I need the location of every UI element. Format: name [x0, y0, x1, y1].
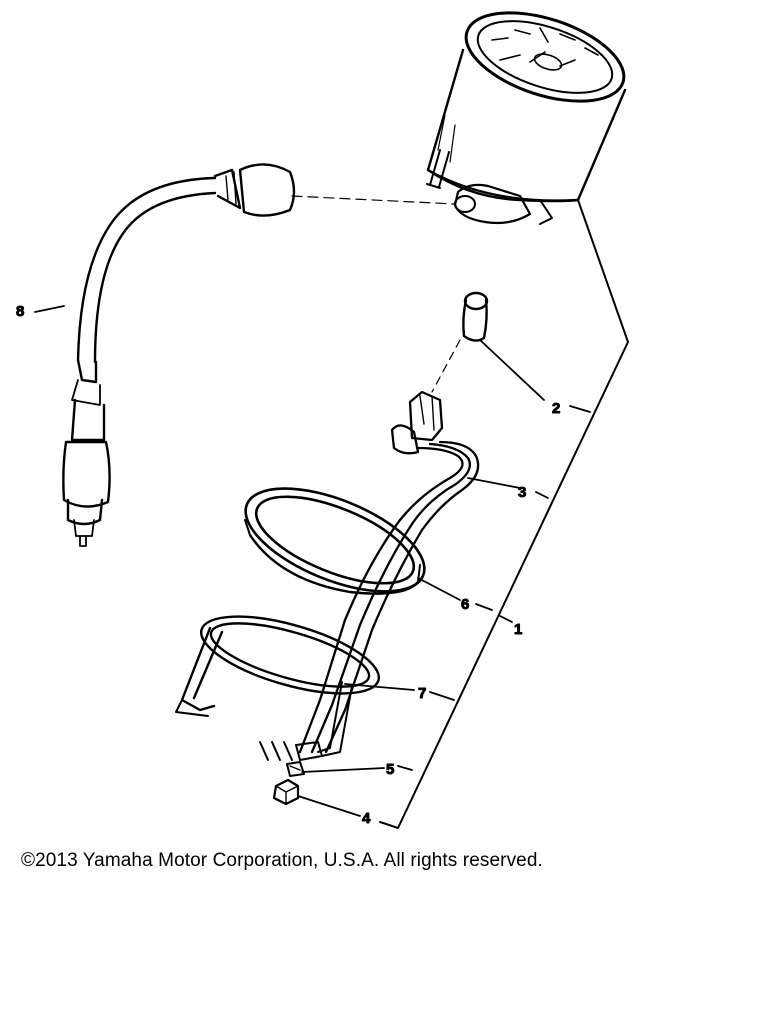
callout-4: 4	[362, 810, 371, 827]
copyright-notice: ©2013 Yamaha Motor Corporation, U.S.A. A…	[21, 850, 543, 871]
callout-1: 1	[514, 621, 522, 638]
socket-cord	[259, 390, 480, 761]
group-bracket-line	[379, 199, 629, 829]
bracket	[175, 615, 381, 757]
meter-assembly	[426, 11, 627, 225]
exploded-parts-diagram: 2 3 6 1 7 5 4 8	[16, 11, 629, 829]
callout-6: 6	[461, 596, 469, 613]
washer	[286, 761, 305, 777]
callout-7: 7	[418, 685, 426, 702]
callout-8: 8	[16, 303, 24, 320]
callout-3: 3	[518, 484, 526, 501]
bulb	[431, 291, 489, 393]
meter-cable	[62, 163, 456, 547]
callout-2: 2	[552, 400, 560, 417]
leader-lines	[34, 305, 591, 817]
nut	[272, 778, 300, 806]
callout-5: 5	[386, 761, 394, 778]
gasket	[244, 487, 426, 595]
